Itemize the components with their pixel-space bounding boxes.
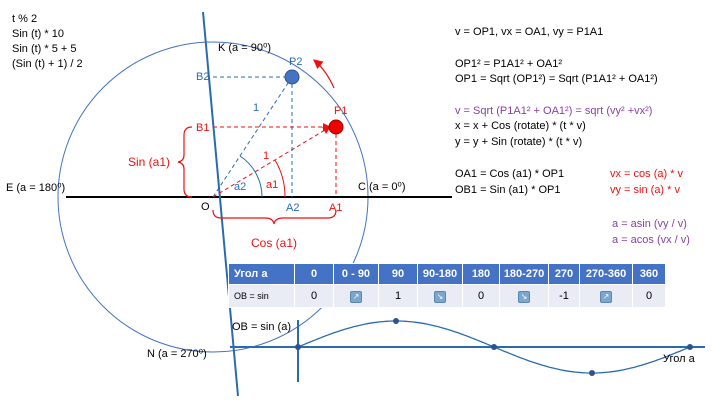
point-p2 bbox=[284, 69, 300, 85]
table-header: 90 bbox=[378, 263, 418, 285]
wave-label: OB = sin (a) bbox=[232, 321, 291, 333]
wave-key-point bbox=[687, 344, 693, 350]
formula-3: OP1 = Sqrt (OP1²) = Sqrt (P1A1² + OA1²) bbox=[455, 73, 658, 85]
table-cell: 0 bbox=[632, 284, 666, 308]
table-row: OB = sin 0 ↗ 1 ↘ 0 ↘ -1 ↗ 0 bbox=[228, 284, 666, 308]
formula-4: v = Sqrt (P1A1² + OA1²) = sqrt (vy² +vx²… bbox=[455, 104, 652, 118]
y-axis bbox=[202, 11, 239, 397]
note-line-1: t % 2 bbox=[12, 13, 38, 25]
wave-axis-label: Угол a bbox=[663, 353, 695, 365]
angle-label-a2: a2 bbox=[234, 181, 247, 193]
wave-key-point bbox=[295, 344, 301, 350]
formula-9: a = asin (vy / v) bbox=[612, 218, 687, 230]
table-header: 90-180 bbox=[417, 263, 463, 285]
table-header: 0 bbox=[294, 263, 334, 285]
table-header-row: Угол a 0 0 - 90 90 90-180 180 180-270 27… bbox=[228, 263, 666, 285]
table-cell: ↗ bbox=[579, 284, 633, 308]
label-p1: P1 bbox=[334, 105, 348, 117]
cos-brace bbox=[212, 209, 337, 225]
formula-8-left: OB1 = Sin (a1) * OP1 bbox=[455, 184, 561, 196]
label-p2: P2 bbox=[289, 56, 303, 68]
table-cell: ↘ bbox=[499, 284, 549, 308]
table-cell: ↗ bbox=[333, 284, 379, 308]
label-c: C (a = 0⁰) bbox=[358, 181, 406, 193]
table-header: 180 bbox=[462, 263, 500, 285]
wave-key-point bbox=[491, 344, 497, 350]
length-label-1-blue: 1 bbox=[253, 102, 260, 114]
label-k: K (a = 90⁰) bbox=[218, 42, 272, 54]
table-header: 180-270 bbox=[499, 263, 549, 285]
label-n: N (a = 270⁰) bbox=[147, 348, 207, 360]
angle-a2-arc bbox=[239, 155, 263, 198]
table-row-label: OB = sin bbox=[228, 284, 295, 308]
table-cell: 1 bbox=[378, 284, 418, 308]
arrow-down-icon: ↘ bbox=[518, 290, 530, 303]
note-line-3: Sin (t) * 5 + 5 bbox=[12, 43, 77, 55]
table-header: 270-360 bbox=[579, 263, 633, 285]
table-cell: ↘ bbox=[417, 284, 463, 308]
label-cos-a1: Cos (a1) bbox=[251, 236, 298, 250]
note-line-4: (Sin (t) + 1) / 2 bbox=[12, 58, 83, 70]
formula-5: x = x + Cos (rotate) * (t * v) bbox=[455, 120, 586, 132]
angle-a1-arc bbox=[274, 159, 286, 198]
formula-7-left: OA1 = Cos (a1) * OP1 bbox=[455, 168, 565, 180]
arrow-down-icon: ↘ bbox=[434, 290, 446, 303]
point-p1 bbox=[328, 119, 344, 135]
sin-brace bbox=[177, 126, 193, 198]
formula-8-right: vy = sin (a) * v bbox=[610, 184, 680, 196]
formula-4-right: sqrt (vy² +vx²) bbox=[584, 105, 653, 117]
label-a1: A1 bbox=[329, 202, 343, 214]
formula-4-left: v = Sqrt (P1A1² + OA1²) = bbox=[455, 105, 585, 117]
table-cell: -1 bbox=[548, 284, 580, 308]
table-cell: 0 bbox=[294, 284, 334, 308]
formula-10: a = acos (vx / v) bbox=[612, 234, 690, 246]
note-line-2: Sin (t) * 10 bbox=[12, 28, 64, 40]
formula-1: v = OP1, vx = OA1, vy = P1A1 bbox=[455, 26, 604, 38]
table-header: Угол a bbox=[228, 263, 295, 285]
formula-2: OP1² = P1A1² + OA1² bbox=[455, 58, 562, 70]
rotation-arrow bbox=[313, 59, 335, 89]
angle-label-a1: a1 bbox=[266, 179, 279, 191]
label-a2: A2 bbox=[286, 202, 300, 214]
angle-table: Угол a 0 0 - 90 90 90-180 180 180-270 27… bbox=[228, 263, 666, 308]
arrow-up-icon: ↗ bbox=[350, 290, 362, 303]
op2-line bbox=[212, 76, 293, 198]
table-cell: 0 bbox=[462, 284, 500, 308]
wave-key-point bbox=[589, 370, 595, 376]
table-header: 360 bbox=[632, 263, 666, 285]
label-b1: B1 bbox=[196, 122, 210, 134]
arrow-up-icon: ↗ bbox=[600, 290, 612, 303]
length-label-1-red: 1 bbox=[263, 150, 270, 162]
formula-6: y = y + Sin (rotate) * (t * v) bbox=[455, 136, 583, 148]
table-header: 0 - 90 bbox=[333, 263, 379, 285]
label-b2: B2 bbox=[196, 71, 210, 83]
label-o: O bbox=[201, 201, 210, 213]
formula-7-right: vx = cos (a) * v bbox=[610, 168, 684, 180]
wave-key-point bbox=[393, 318, 399, 324]
op1-vector bbox=[212, 126, 331, 198]
label-e: E (a = 180⁰) bbox=[6, 182, 66, 194]
table-header: 270 bbox=[548, 263, 580, 285]
label-sin-a1: Sin (a1) bbox=[128, 155, 171, 169]
